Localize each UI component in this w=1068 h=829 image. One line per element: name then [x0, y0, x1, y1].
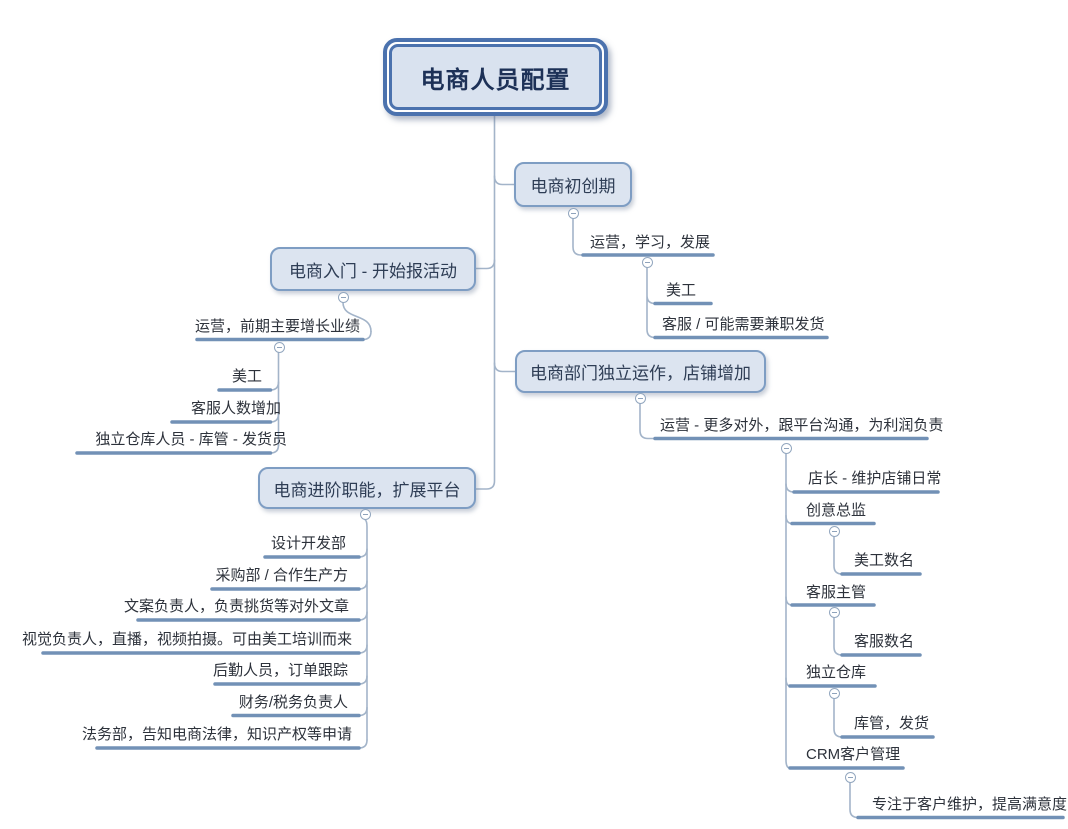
topic-entry-warehouse[interactable]: 独立仓库人员 - 库管 - 发货员	[95, 431, 287, 448]
collapse-button-entry-summary[interactable]	[273, 341, 285, 353]
topic-early-customer-service[interactable]: 客服 / 可能需要兼职发货	[662, 316, 825, 333]
early-summary-link	[572, 217, 584, 256]
topic-box-independent-stage[interactable]: 电商部门独立运作，店铺增加	[515, 350, 766, 393]
independent-summary-link	[639, 402, 656, 440]
collapse-button-early[interactable]	[567, 207, 579, 219]
minus-glyph	[831, 611, 837, 613]
minus-glyph	[831, 692, 837, 694]
warehouse-child-link	[833, 697, 843, 738]
topic-box-entry-stage[interactable]: 电商入门 - 开始报活动	[270, 247, 476, 291]
topic-purchasing-dept[interactable]: 采购部 / 合作生产方	[215, 567, 348, 584]
topic-independent-warehouse[interactable]: 独立仓库	[806, 664, 867, 681]
topic-warehouse-shipping[interactable]: 库管，发货	[854, 715, 930, 732]
topic-entry-designer[interactable]: 美工	[231, 368, 262, 385]
collapse-button-service-supervisor[interactable]	[828, 606, 840, 618]
collapse-button-creative-director[interactable]	[828, 525, 840, 537]
collapse-button-warehouse[interactable]	[828, 687, 840, 699]
topic-customer-satisfaction[interactable]: 专注于客户维护，提高满意度	[872, 796, 1068, 813]
topic-several-designers[interactable]: 美工数名	[854, 552, 915, 569]
minus-glyph	[340, 296, 346, 298]
topic-legal-dept[interactable]: 法务部，告知电商法律，知识产权等申请	[81, 726, 352, 743]
collapse-button-independent-summary[interactable]	[780, 442, 792, 454]
trunk-line	[475, 114, 496, 490]
collapse-button-entry[interactable]	[337, 291, 349, 303]
topic-early-designer[interactable]: 美工	[666, 282, 697, 299]
topic-underlines	[41, 253, 1065, 820]
minus-glyph	[570, 212, 576, 214]
service-child-link	[833, 616, 843, 656]
topic-crm-management[interactable]: CRM客户管理	[806, 746, 901, 763]
topic-box-advanced-stage[interactable]: 电商进阶职能，扩展平台	[258, 467, 476, 509]
topic-box-early-stage[interactable]: 电商初创期	[514, 162, 632, 207]
crm-child-link	[849, 781, 859, 819]
collapse-button-advanced[interactable]	[359, 508, 371, 520]
minus-glyph	[783, 447, 789, 449]
entry-summary-link	[342, 301, 372, 333]
collapse-button-early-summary[interactable]	[641, 256, 653, 268]
topic-independent-summary[interactable]: 运营 - 更多对外，跟平台沟通，为利润负责	[660, 417, 944, 434]
topic-creative-director[interactable]: 创意总监	[806, 502, 867, 519]
elbow-early	[493, 175, 515, 186]
topic-finance-tax-lead[interactable]: 财务/税务负责人	[238, 694, 348, 711]
topic-entry-customer-service[interactable]: 客服人数增加	[190, 400, 281, 417]
minus-glyph	[847, 776, 853, 778]
topic-service-supervisor[interactable]: 客服主管	[806, 584, 867, 601]
topic-copywriter[interactable]: 文案负责人，负责挑货等对外文章	[123, 598, 349, 615]
advanced-children-link	[364, 518, 368, 741]
collapse-button-independent[interactable]	[634, 392, 646, 404]
topic-several-agents[interactable]: 客服数名	[854, 633, 915, 650]
topic-store-manager[interactable]: 店长 - 维护店铺日常	[808, 470, 942, 487]
collapse-button-crm[interactable]	[844, 771, 856, 783]
minus-glyph	[276, 346, 282, 348]
independent-children-link	[785, 452, 791, 769]
root-topic[interactable]: 电商人员配置	[383, 38, 608, 116]
topic-design-dev-dept[interactable]: 设计开发部	[270, 535, 346, 552]
minus-glyph	[362, 513, 368, 515]
elbow-independent	[493, 362, 516, 373]
minus-glyph	[644, 261, 650, 263]
minus-glyph	[637, 397, 643, 399]
creative-child-link	[833, 535, 843, 575]
minus-glyph	[831, 530, 837, 532]
root-topic-label: 电商人员配置	[389, 44, 602, 110]
topic-early-summary[interactable]: 运营，学习，发展	[590, 234, 711, 251]
topic-logistics-staff[interactable]: 后勤人员，订单跟踪	[212, 662, 348, 679]
elbow-entry	[475, 259, 496, 270]
topic-entry-summary[interactable]: 运营，前期主要增长业绩	[194, 318, 360, 335]
topic-visual-lead[interactable]: 视觉负责人，直播，视频拍摄。可由美工培训而来	[21, 631, 352, 648]
